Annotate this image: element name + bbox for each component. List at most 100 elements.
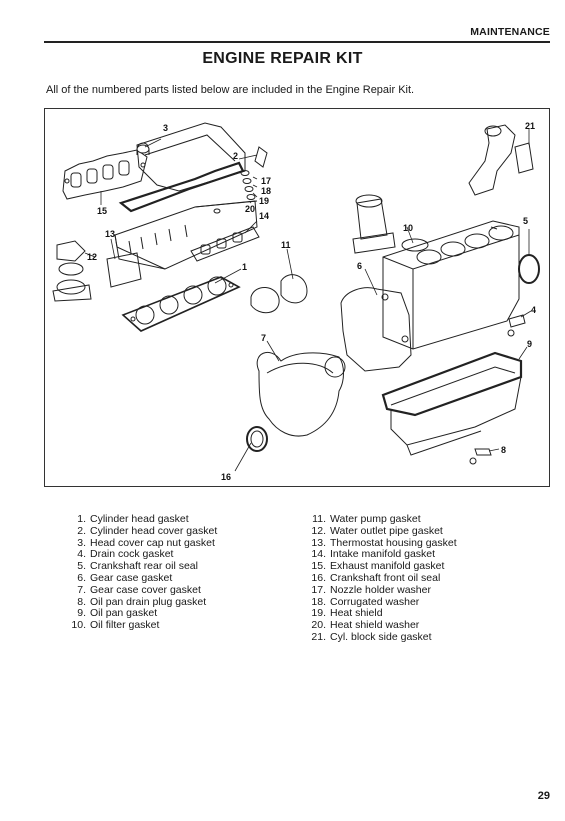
crankshaft-rear-oil-seal bbox=[518, 254, 540, 284]
part-name: Cyl. block side gasket bbox=[330, 630, 432, 643]
part-name: Water outlet pipe gasket bbox=[330, 524, 443, 537]
callout-label: 14 bbox=[259, 211, 269, 221]
callout-leaders bbox=[84, 129, 532, 472]
callout-label: 18 bbox=[261, 186, 271, 196]
part-name: Water pump gasket bbox=[330, 513, 421, 525]
page-title: ENGINE REPAIR KIT bbox=[202, 50, 363, 67]
part-name: Thermostat housing gasket bbox=[330, 536, 457, 549]
part-number: 6. bbox=[77, 571, 86, 584]
head-cover bbox=[118, 122, 246, 213]
part-name: Cylinder head cover gasket bbox=[90, 524, 218, 537]
callout-label: 15 bbox=[97, 206, 107, 216]
callout-label: 21 bbox=[525, 121, 535, 131]
list-item: 14. Intake manifold gasket bbox=[300, 549, 457, 561]
part-name: Gear case cover gasket bbox=[90, 583, 201, 596]
diagram-illustration: 3 2 17 18 19 20 14 15 13 12 11 1 10 6 21… bbox=[52, 121, 540, 482]
thermostat-housing bbox=[52, 240, 142, 302]
list-item: 19. Heat shield bbox=[300, 608, 457, 620]
part-number: 14. bbox=[311, 548, 326, 561]
list-item: 16.Crankshaft front oil seal bbox=[300, 571, 457, 585]
exhaust-manifold-gasket bbox=[62, 149, 148, 200]
part-name: Oil filter gasket bbox=[90, 619, 160, 632]
parts-list-left: 1. Cylinder head gasket 2.Cylinder head c… bbox=[60, 513, 218, 632]
callout-label: 6 bbox=[357, 261, 362, 271]
part-name: Cylinder head gasket bbox=[90, 513, 189, 525]
part-number: 17. bbox=[311, 583, 326, 596]
part-number: 9. bbox=[77, 607, 86, 620]
part-name: Heat shield washer bbox=[330, 619, 420, 632]
crankshaft-front-oil-seal bbox=[246, 426, 268, 452]
part-name: Drain cock gasket bbox=[90, 548, 174, 561]
list-item: 9. Oil pan gasket bbox=[60, 608, 217, 620]
gear-case-cover-gasket bbox=[256, 351, 346, 437]
list-item: 2.Cylinder head cover gasket bbox=[60, 524, 218, 538]
part-number: 3. bbox=[77, 536, 86, 549]
part-number: 21. bbox=[311, 630, 326, 643]
nozzle-holder-washers bbox=[213, 146, 268, 214]
callout-label: 19 bbox=[259, 196, 269, 206]
list-item: 4. Drain cock gasket bbox=[60, 549, 217, 561]
part-name: Gear case gasket bbox=[90, 571, 173, 584]
part-name: Nozzle holder washer bbox=[330, 583, 431, 596]
water-pump-gasket bbox=[250, 274, 308, 314]
callout-label: 4 bbox=[531, 305, 536, 315]
parts-list-right: 11. Water pump gasket 12. Water outlet pip… bbox=[300, 513, 457, 644]
callout-labels: 3 2 17 18 19 20 14 15 13 12 11 1 10 6 21… bbox=[87, 121, 536, 482]
header-rule bbox=[44, 41, 550, 43]
drain-cock bbox=[507, 314, 526, 337]
list-item: 17. Nozzle holder washer bbox=[300, 583, 457, 597]
part-name: Exhaust manifold gasket bbox=[330, 560, 445, 573]
callout-label: 7 bbox=[261, 333, 266, 343]
part-name: Oil pan drain plug gasket bbox=[90, 595, 207, 608]
list-item: 12. Water outlet pipe gasket bbox=[300, 524, 457, 538]
oil-pan bbox=[381, 351, 523, 456]
part-number: 4. bbox=[77, 548, 86, 561]
part-name: Intake manifold gasket bbox=[330, 548, 436, 561]
part-number: 13. bbox=[311, 536, 326, 549]
callout-label: 2 bbox=[233, 151, 238, 161]
list-item: 1. Cylinder head gasket bbox=[60, 513, 217, 526]
callout-label: 3 bbox=[163, 123, 168, 133]
list-item: 5.Crankshaft rear oil seal bbox=[60, 560, 217, 573]
part-number: 10. bbox=[71, 619, 86, 632]
cylinder-block bbox=[382, 220, 520, 350]
part-number: 7. bbox=[77, 583, 86, 596]
section-header: MAINTENANCE bbox=[470, 26, 550, 38]
list-item: 11. Water pump gasket bbox=[300, 513, 457, 526]
part-number: 12. bbox=[311, 524, 326, 537]
callout-label: 1 bbox=[242, 262, 247, 272]
list-item: 10. Oil filter gasket bbox=[60, 619, 217, 632]
part-name: Corrugated washer bbox=[330, 595, 420, 608]
part-number: 11. bbox=[312, 513, 326, 525]
part-number: 19. bbox=[311, 607, 326, 620]
callout-label: 12 bbox=[87, 252, 97, 262]
cylinder-head-gasket bbox=[121, 276, 241, 332]
callout-label: 8 bbox=[501, 445, 506, 455]
part-number: 5. bbox=[77, 560, 86, 573]
list-item: 3.Head cover cap nut gasket bbox=[60, 536, 217, 550]
part-number: 1. bbox=[77, 513, 86, 525]
callout-label: 16 bbox=[221, 472, 231, 482]
callout-label: 20 bbox=[245, 204, 255, 214]
water-outlet-pipe bbox=[468, 124, 534, 230]
list-item: 6. Gear case gasket bbox=[60, 571, 217, 585]
part-number: 8. bbox=[77, 595, 86, 608]
part-number: 18. bbox=[311, 595, 326, 608]
list-item: 8. Oil pan drain plug gasket bbox=[60, 595, 217, 609]
callout-label: 11 bbox=[281, 240, 291, 250]
list-item: 21. Cyl. block side gasket bbox=[300, 630, 457, 644]
part-name: Oil pan gasket bbox=[90, 607, 158, 620]
oil-pan-drain-plug bbox=[469, 448, 492, 465]
callout-label: 17 bbox=[261, 176, 271, 186]
part-number: 15. bbox=[311, 560, 326, 573]
callout-label: 13 bbox=[105, 229, 115, 239]
oil-filter bbox=[352, 194, 429, 254]
intake-manifold-gasket bbox=[190, 226, 260, 262]
list-item: 18. Corrugated washer bbox=[300, 595, 457, 609]
part-name: Crankshaft front oil seal bbox=[330, 571, 441, 584]
page-number: 29 bbox=[537, 790, 550, 802]
part-name: Heat shield bbox=[330, 607, 383, 620]
cylinder-head bbox=[114, 200, 258, 270]
part-number: 20. bbox=[311, 619, 326, 632]
callout-label: 9 bbox=[527, 339, 532, 349]
